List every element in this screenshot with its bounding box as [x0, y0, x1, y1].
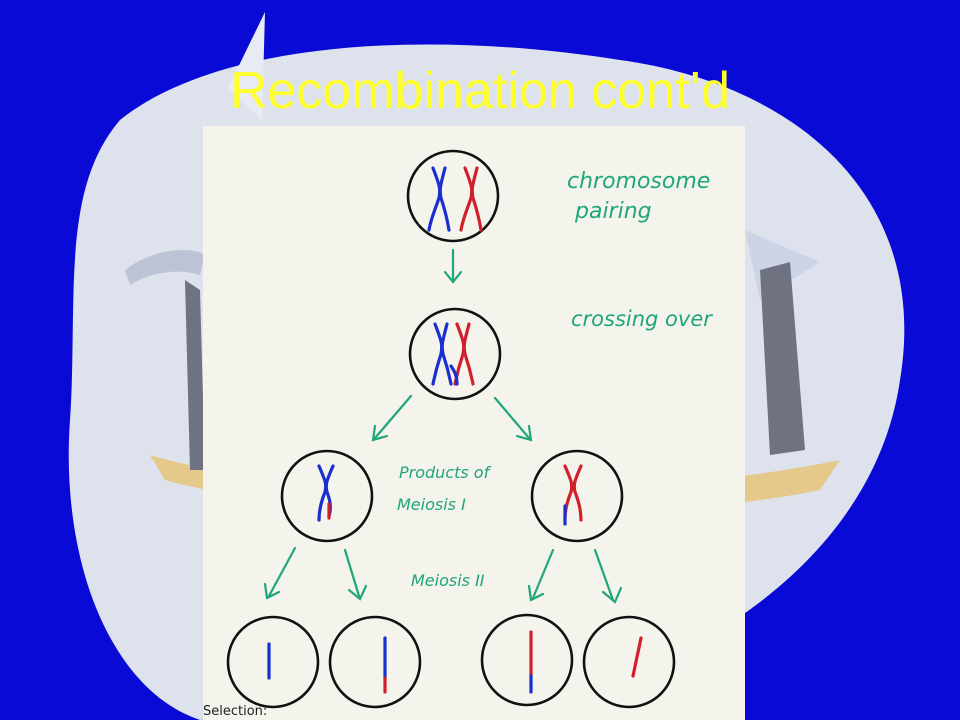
annotation-chromosome: chromosome [567, 169, 710, 194]
chromosome-blue-exchanged-segment [449, 364, 459, 386]
scan-footer-text: Selection: [203, 704, 268, 719]
chromosome-blue-crossing-2 [440, 322, 453, 386]
background-wave-left [125, 250, 205, 285]
chromosome-blue-right-arm [438, 166, 451, 232]
arrow-down-1 [443, 248, 463, 284]
arrow-meiosis-two-2 [343, 548, 368, 601]
arrow-meiosis-two-4 [593, 548, 623, 604]
arrow-meiosis-two-3 [527, 548, 555, 602]
annotation-crossing-over: crossing over [571, 307, 713, 331]
annotation-meiosis-two: Meiosis II [411, 571, 485, 590]
annotation-meiosis-one: Meiosis I [397, 495, 466, 514]
cell-crossing-over [408, 307, 502, 401]
cell-meiosis-two-4 [582, 615, 676, 709]
chromosome-pair-crossing [431, 322, 475, 386]
cell-pairing [406, 149, 500, 243]
cell-meiosis-two-2 [328, 615, 422, 709]
chromosome-pair-unpaired [427, 166, 483, 232]
arrow-meiosis-two-1 [263, 546, 297, 600]
chromatid-blue-1 [317, 464, 328, 522]
chromosome-red-left-arm [459, 166, 474, 232]
chromatid-red-2 [572, 464, 583, 522]
background-oar-right [760, 262, 805, 455]
arrow-to-left-product [371, 394, 413, 442]
chromosome-red-right-arm [470, 166, 483, 232]
chromosome-blue-left-arm [427, 166, 442, 232]
meiosis-diagram: chromosome pairing crossing over Product… [226, 149, 713, 709]
cell-meiosis-two-3 [480, 613, 574, 707]
chromosome-blue-crossing-1 [431, 322, 444, 386]
cell-meiosis-two-1 [226, 615, 320, 709]
cell-meiosis-one-right [530, 449, 624, 543]
slide-title: Recombination cont’d [229, 62, 731, 120]
background-sail-left [228, 12, 265, 120]
annotation-pairing: pairing [574, 199, 652, 224]
chromosome-meiosis-one-right [563, 464, 583, 526]
background-oar-left [185, 280, 205, 470]
arrow-to-right-product [493, 396, 533, 442]
annotation-products-of: Products of [399, 463, 492, 482]
meiosis-diagram-panel: chromosome pairing crossing over Product… [203, 126, 745, 720]
chromosome-red-crossing-2 [462, 322, 475, 386]
cell-meiosis-one-left [280, 449, 374, 543]
chromosome-meiosis-one-left [317, 464, 335, 522]
chromatid-gamete-4 [631, 636, 643, 678]
